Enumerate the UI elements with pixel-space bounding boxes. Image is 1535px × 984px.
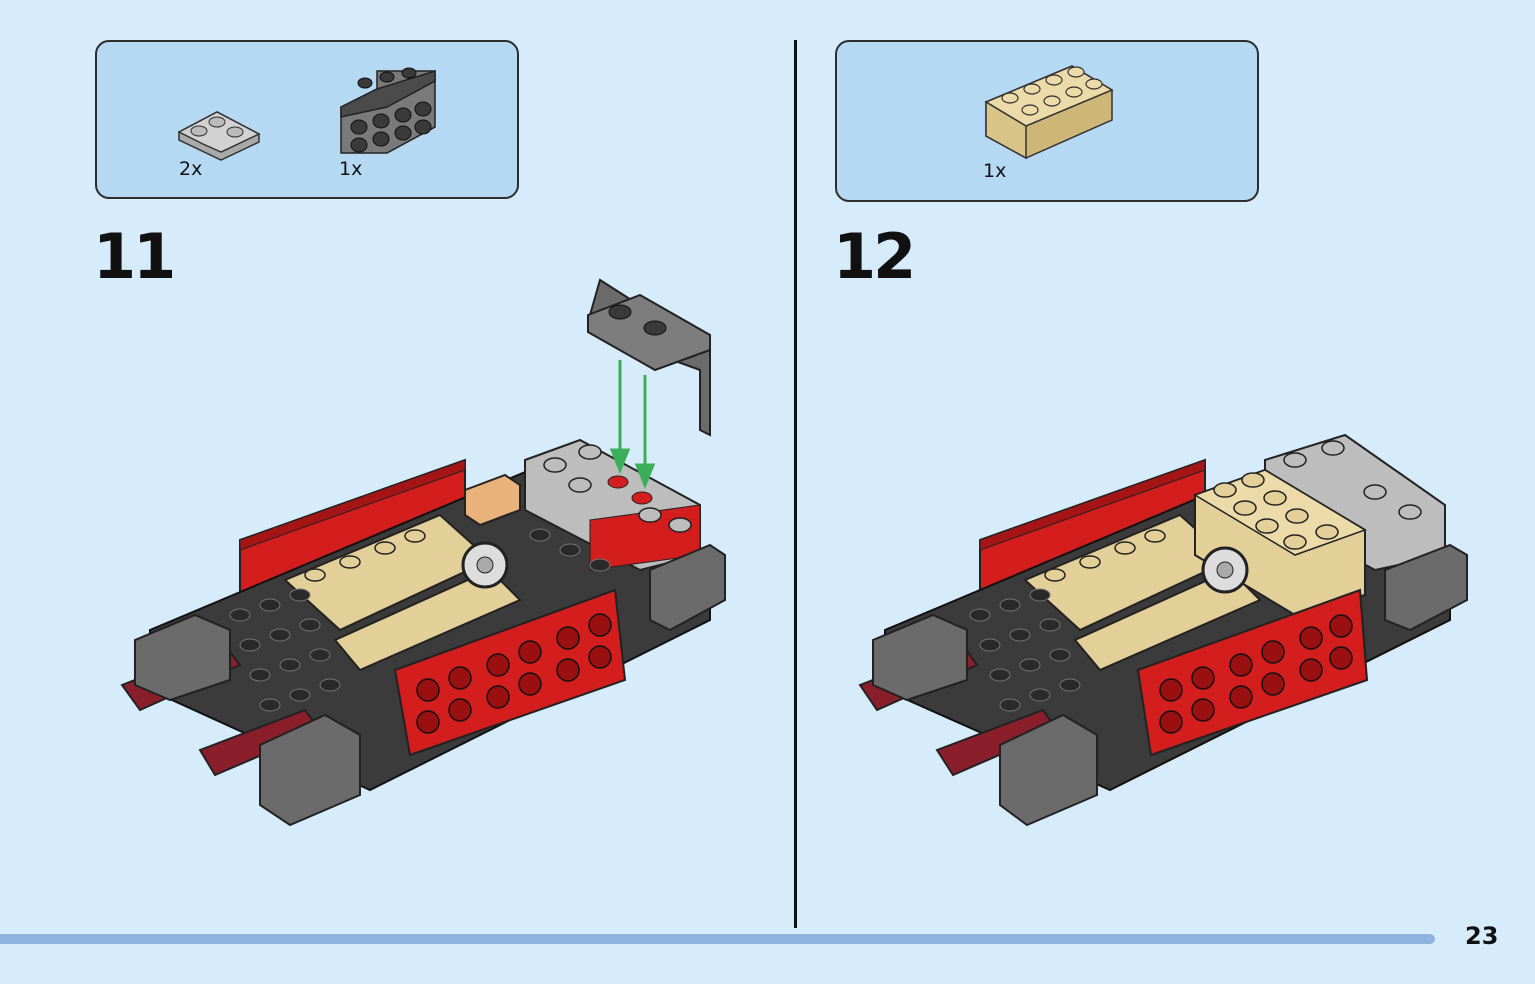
parts-callout-step-11: 2x 1x (95, 40, 519, 199)
dark-gray-bracket-icon (340, 67, 436, 154)
step-11-model-illustration (120, 278, 726, 827)
part-qty: 1x (339, 158, 363, 180)
light-gray-corner-plate-icon (177, 111, 261, 161)
step-number-12: 12 (833, 220, 916, 293)
tan-2x4-brick-icon (984, 65, 1114, 160)
part-qty: 1x (983, 160, 1007, 182)
step-divider (794, 40, 797, 928)
step-12-model-illustration (858, 433, 1468, 827)
page-progress-bar (0, 934, 1435, 944)
parts-callout-step-12: 1x (835, 40, 1259, 202)
part-qty: 2x (179, 158, 203, 180)
step-number-11: 11 (93, 220, 176, 293)
page-number: 23 (1465, 922, 1499, 950)
